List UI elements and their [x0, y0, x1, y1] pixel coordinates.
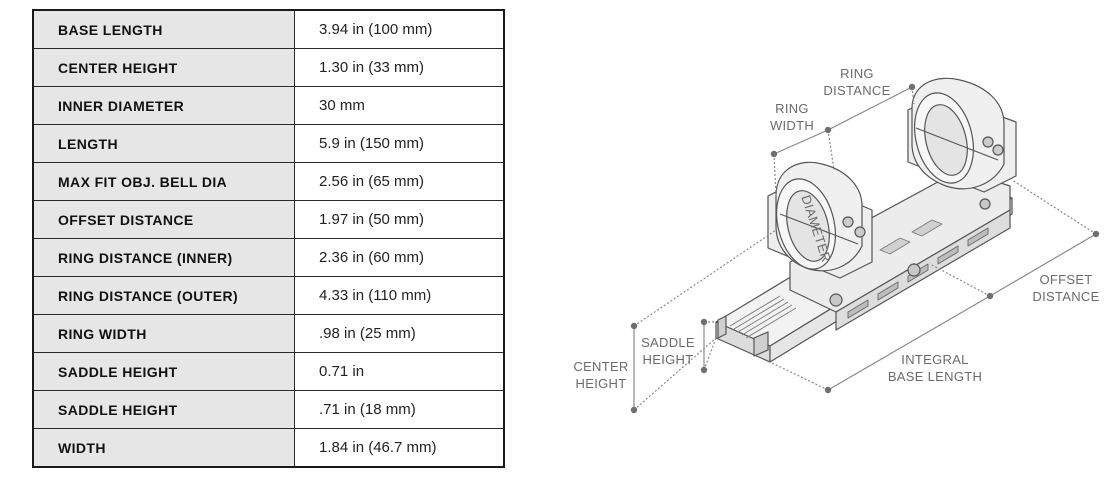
spec-value: .71 in (18 mm) [294, 390, 505, 429]
spec-value: 30 mm [294, 86, 505, 125]
ring-distance-label-line2: DISTANCE [823, 83, 890, 98]
integral-base-length-label-line2: BASE LENGTH [888, 369, 982, 384]
table-row: LENGTH 5.9 in (150 mm) [32, 124, 505, 163]
spec-label: INNER DIAMETER [32, 86, 295, 125]
table-row: SADDLE HEIGHT .71 in (18 mm) [32, 390, 505, 429]
spec-label: WIDTH [32, 428, 295, 468]
saddle-height-label-line2: HEIGHT [643, 352, 694, 367]
dimension-endpoints [630, 83, 1100, 414]
integral-base-length-label-line1: INTEGRAL [901, 352, 968, 367]
spec-label: BASE LENGTH [32, 9, 295, 49]
spec-value: 5.9 in (150 mm) [294, 124, 505, 163]
spec-value: 1.84 in (46.7 mm) [294, 428, 505, 468]
table-row: BASE LENGTH 3.94 in (100 mm) [32, 9, 505, 49]
table-row: CENTER HEIGHT 1.30 in (33 mm) [32, 48, 505, 87]
saddle-height-label-line1: SADDLE [641, 335, 695, 350]
spec-label: RING WIDTH [32, 314, 295, 353]
scope-mount-illustration [715, 77, 1017, 363]
spec-value: 2.56 in (65 mm) [294, 162, 505, 201]
ring-width-label-line1: RING [775, 101, 809, 116]
spec-label: LENGTH [32, 124, 295, 163]
spec-value: 1.97 in (50 mm) [294, 200, 505, 239]
spec-value: 3.94 in (100 mm) [294, 9, 505, 49]
table-row: SADDLE HEIGHT 0.71 in [32, 352, 505, 391]
table-row: RING WIDTH .98 in (25 mm) [32, 314, 505, 353]
spec-value: 0.71 in [294, 352, 505, 391]
spec-value: .98 in (25 mm) [294, 314, 505, 353]
spec-label: CENTER HEIGHT [32, 48, 295, 87]
table-row: WIDTH 1.84 in (46.7 mm) [32, 428, 505, 468]
table-row: OFFSET DISTANCE 1.97 in (50 mm) [32, 200, 505, 239]
spec-table: BASE LENGTH 3.94 in (100 mm) CENTER HEIG… [32, 9, 505, 468]
ring-width-label-line2: WIDTH [770, 118, 814, 133]
dimension-lines [633, 86, 1097, 411]
spec-value: 1.30 in (33 mm) [294, 48, 505, 87]
spec-label: SADDLE HEIGHT [32, 352, 295, 391]
spec-label: MAX FIT OBJ. BELL DIA [32, 162, 295, 201]
spec-label: RING DISTANCE (INNER) [32, 238, 295, 277]
spec-value: 4.33 in (110 mm) [294, 276, 505, 315]
center-height-label-line1: CENTER [573, 359, 628, 374]
offset-distance-label-line2: DISTANCE [1032, 289, 1099, 304]
table-row: MAX FIT OBJ. BELL DIA 2.56 in (65 mm) [32, 162, 505, 201]
offset-distance-label-line1: OFFSET [1039, 272, 1092, 287]
table-row: INNER DIAMETER 30 mm [32, 86, 505, 125]
spec-value: 2.36 in (60 mm) [294, 238, 505, 277]
spec-label: SADDLE HEIGHT [32, 390, 295, 429]
table-row: RING DISTANCE (OUTER) 4.33 in (110 mm) [32, 276, 505, 315]
scope-mount-diagram: RING DISTANCE RING WIDTH DIAMETER OFFSET… [560, 0, 1110, 494]
spec-label: OFFSET DISTANCE [32, 200, 295, 239]
table-row: RING DISTANCE (INNER) 2.36 in (60 mm) [32, 238, 505, 277]
center-height-label-line2: HEIGHT [576, 376, 627, 391]
ring-distance-label-line1: RING [840, 66, 874, 81]
spec-label: RING DISTANCE (OUTER) [32, 276, 295, 315]
